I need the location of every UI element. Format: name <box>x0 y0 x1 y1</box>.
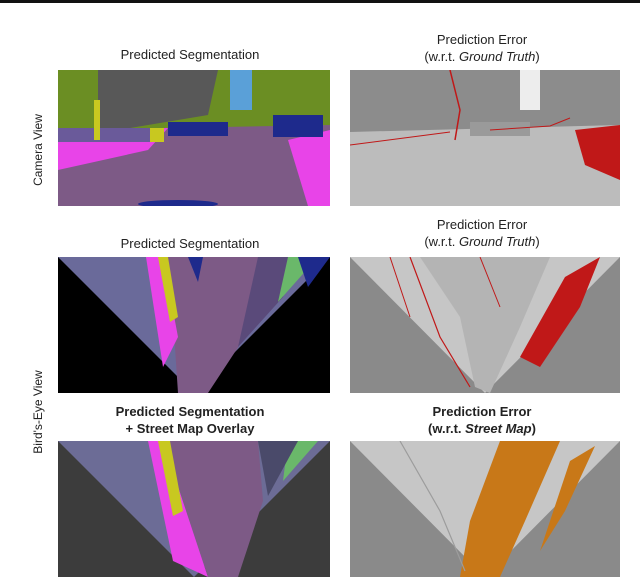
caption-row3-left: Predicted Segmentation + Street Map Over… <box>115 404 265 436</box>
street-map-overlay-image <box>58 441 330 577</box>
street-map-error-image <box>350 441 620 577</box>
caption-row3-right: Prediction Error (w.r.t. Street Map) <box>428 404 536 436</box>
caption-row1-left: Predicted Segmentation <box>120 47 260 62</box>
camera-segmentation-image <box>58 70 330 206</box>
birds-eye-view-label: Bird's-Eye View <box>31 370 45 454</box>
caption-row2-left: Predicted Segmentation <box>120 236 260 251</box>
birds-eye-segmentation-image <box>58 257 330 393</box>
top-rule <box>0 0 640 3</box>
camera-view-label: Camera View <box>31 114 45 186</box>
caption-row1-right: Prediction Error (w.r.t. Ground Truth) <box>424 32 540 64</box>
camera-error-image <box>350 70 620 206</box>
birds-eye-error-image <box>350 257 620 393</box>
caption-row2-right: Prediction Error (w.r.t. Ground Truth) <box>424 217 540 249</box>
